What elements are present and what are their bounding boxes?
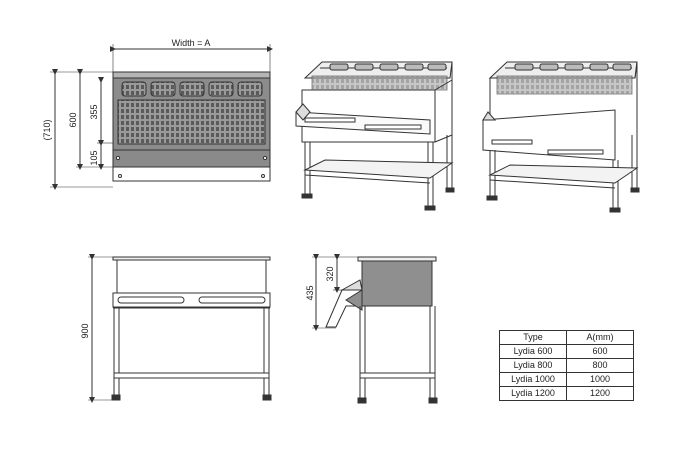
side-profile	[312, 254, 438, 404]
header-a: A(mm)	[566, 330, 634, 345]
width-label: Width = A	[172, 38, 211, 48]
profile-total-label: 435	[305, 285, 315, 300]
table-row: Lydia 1000 1000	[499, 372, 634, 387]
upper-height-label: 355	[89, 104, 99, 119]
overall-height-label: (710)	[42, 119, 52, 140]
isometric-view-open	[482, 61, 640, 213]
front-elevation	[88, 254, 272, 403]
row-a: 600	[566, 344, 634, 359]
front-view	[50, 44, 273, 190]
table-row: Lydia 800 800	[499, 358, 634, 373]
row-a: 1200	[566, 386, 634, 401]
isometric-view-closed	[295, 61, 455, 211]
front-height-label: 600	[68, 112, 78, 127]
row-type: Lydia 1200	[499, 386, 567, 401]
table-row: Lydia 600 600	[499, 344, 634, 359]
lower-height-label: 105	[89, 150, 99, 165]
table-row: Lydia 1200 1200	[499, 386, 634, 401]
row-type: Lydia 1000	[499, 372, 567, 387]
header-type: Type	[499, 330, 567, 345]
row-a: 1000	[566, 372, 634, 387]
row-a: 800	[566, 358, 634, 373]
profile-upper-label: 320	[325, 266, 335, 281]
model-size-table: Type A(mm) Lydia 600 600 Lydia 800 800 L…	[499, 330, 634, 401]
table-header-row: Type A(mm)	[499, 330, 634, 345]
row-type: Lydia 800	[499, 358, 567, 373]
row-type: Lydia 600	[499, 344, 567, 359]
side-height-label: 900	[80, 323, 90, 338]
